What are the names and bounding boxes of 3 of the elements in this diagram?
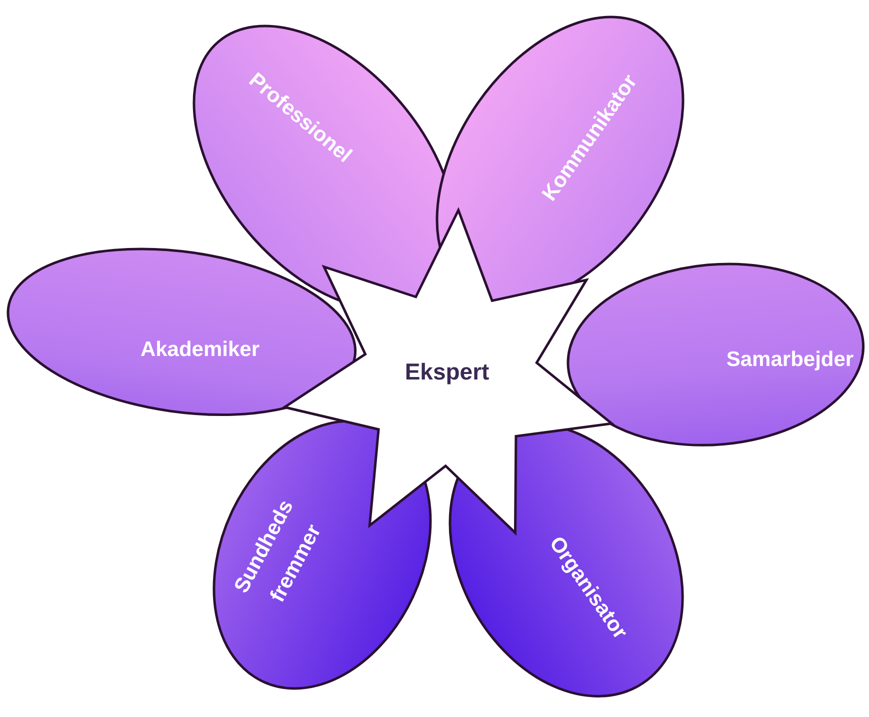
center-label: Ekspert <box>404 357 490 386</box>
petal-label: Akademiker <box>140 337 260 364</box>
petal-label: Samarbejder <box>726 347 854 374</box>
